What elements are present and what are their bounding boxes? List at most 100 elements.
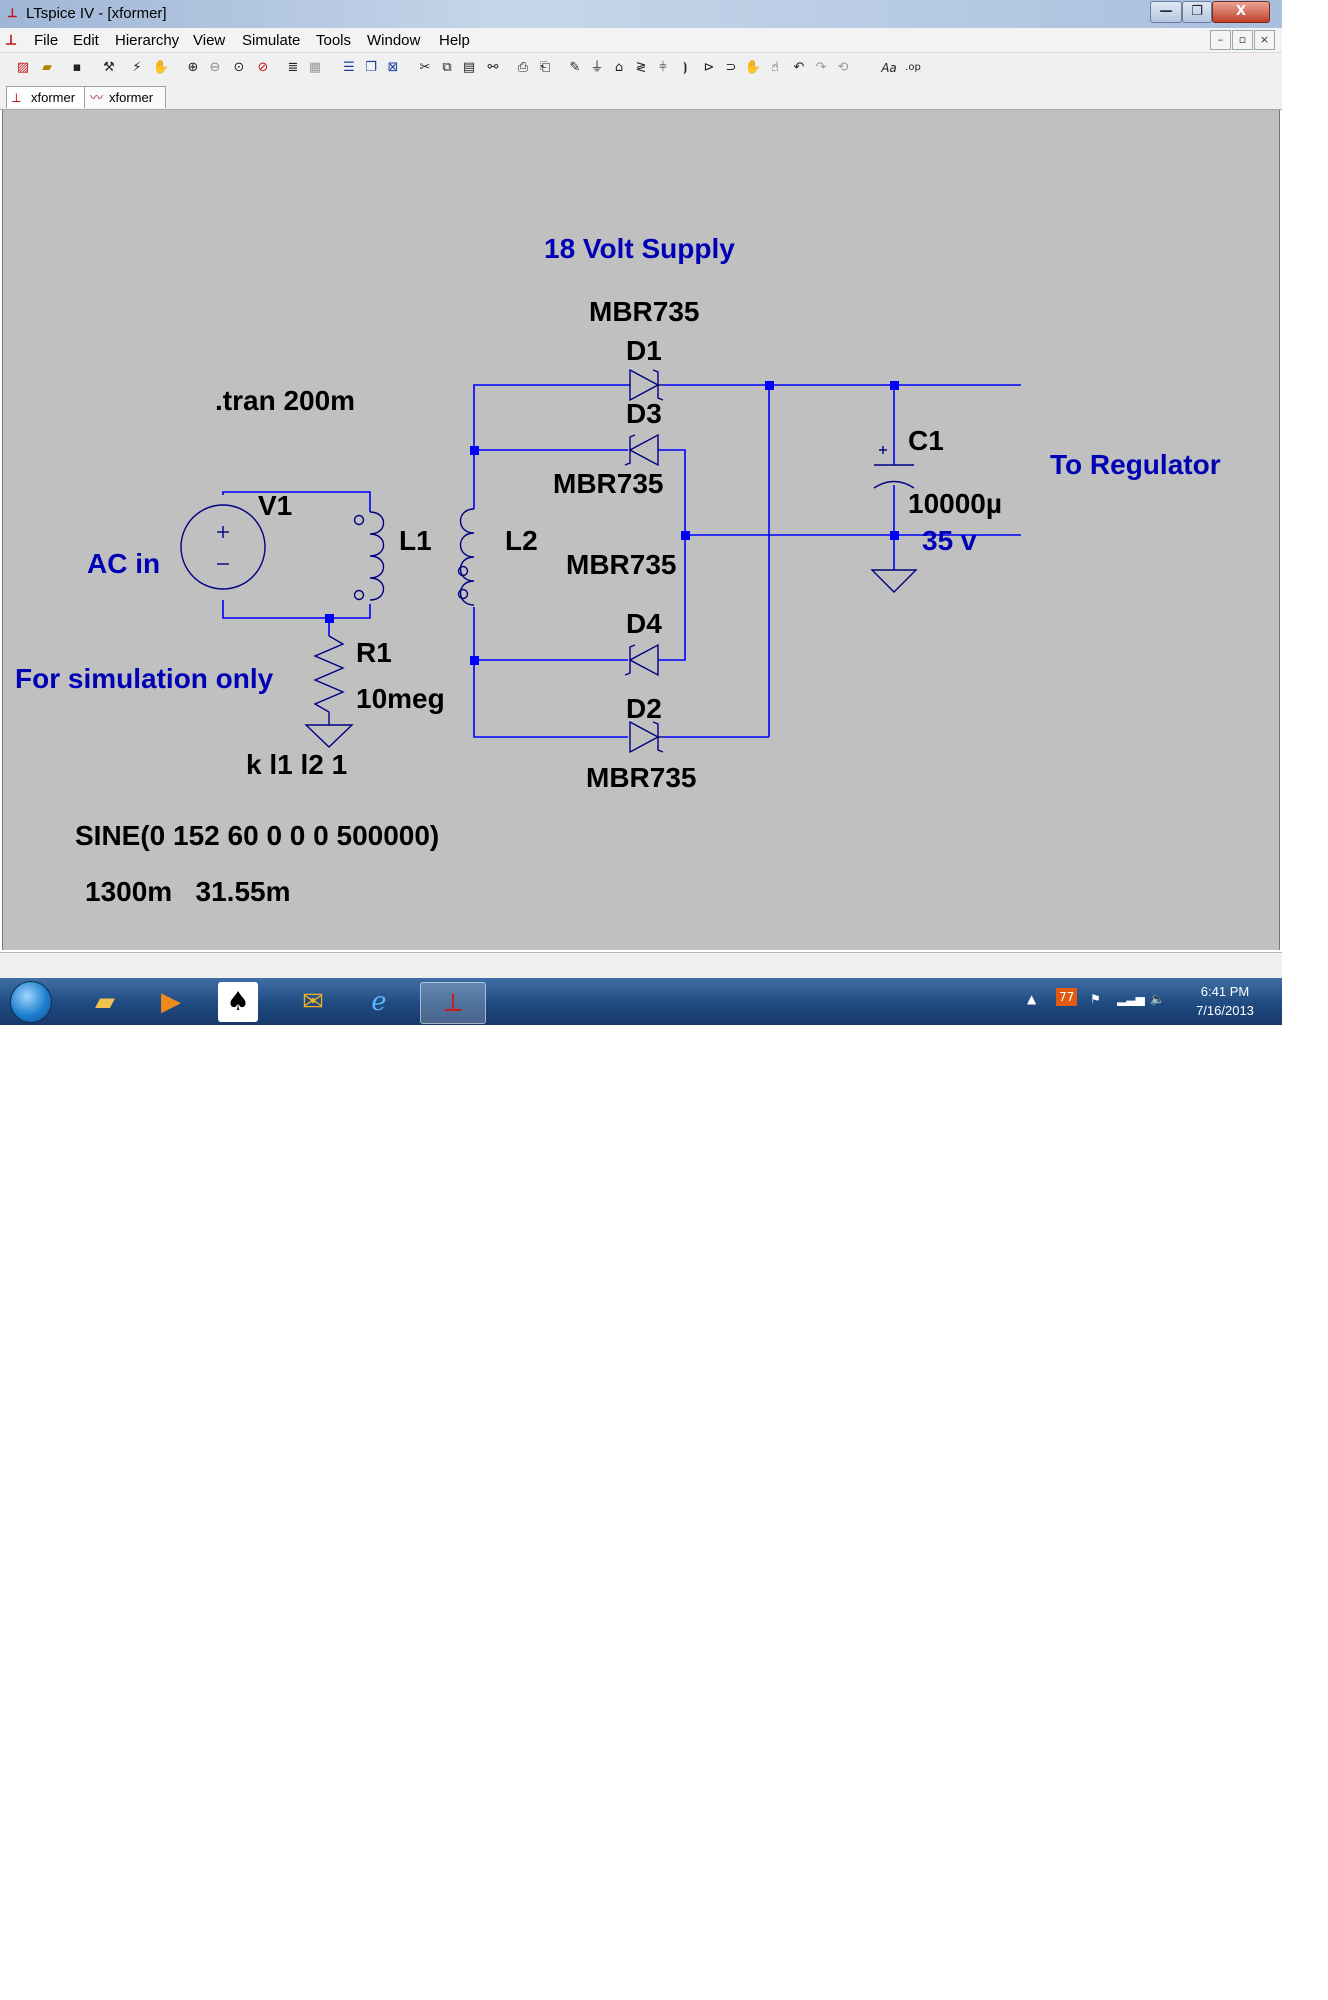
- menu-view[interactable]: View: [193, 32, 226, 49]
- open-icon[interactable]: ▰: [42, 60, 52, 75]
- halt-icon[interactable]: ✋: [152, 60, 170, 75]
- cut-icon[interactable]: ✂: [419, 60, 431, 75]
- component-icon[interactable]: ⊃: [725, 60, 737, 75]
- menu-help[interactable]: Help: [439, 32, 470, 49]
- solitaire-icon[interactable]: ♠: [218, 982, 258, 1022]
- inductor-l1[interactable]: [353, 511, 385, 601]
- outlook-icon[interactable]: ✉: [302, 987, 324, 1017]
- file-explorer-icon[interactable]: ▰: [95, 987, 115, 1017]
- wire-v1-top[interactable]: [222, 491, 371, 512]
- print-preview-icon[interactable]: ⎗: [539, 60, 551, 75]
- menu-simulate[interactable]: Simulate: [242, 32, 301, 49]
- inductor-icon[interactable]: ⦘: [682, 60, 688, 75]
- zoom-cancel-icon[interactable]: ⊘: [257, 60, 269, 75]
- undo-icon[interactable]: ↶: [793, 60, 805, 75]
- menu-window[interactable]: Window: [367, 32, 421, 49]
- drag-icon[interactable]: ☝: [771, 60, 779, 75]
- close-all-icon[interactable]: ⊠: [387, 60, 399, 75]
- tray-badge[interactable]: 77: [1056, 988, 1078, 1006]
- l1-label[interactable]: L1: [399, 525, 432, 556]
- d2-label[interactable]: D2: [626, 693, 662, 724]
- ground-symbol-r1[interactable]: [304, 724, 354, 748]
- control-panel-icon[interactable]: ⚒: [103, 60, 115, 75]
- document-system-icon[interactable]: ⟂: [6, 32, 17, 49]
- schematic-drawing[interactable]: 18 Volt Supply AC in For simulation only…: [3, 110, 1279, 950]
- network-signal-icon[interactable]: ▂▃▅: [1117, 992, 1145, 1006]
- mdi-restore-button[interactable]: ▫: [1232, 30, 1253, 50]
- l2-label[interactable]: L2: [505, 525, 538, 556]
- ac-in-label[interactable]: AC in: [87, 548, 160, 579]
- rotate-icon[interactable]: ⟲: [837, 60, 849, 75]
- diode-d4[interactable]: [624, 643, 659, 677]
- resistor-icon[interactable]: ≷: [635, 60, 647, 75]
- d4-model-label[interactable]: MBR735: [566, 549, 676, 580]
- zoom-in-icon[interactable]: ⊕: [187, 60, 199, 75]
- internet-explorer-icon[interactable]: ℯ: [371, 987, 387, 1017]
- r1-value-label[interactable]: 10meg: [356, 683, 445, 714]
- grid-icon[interactable]: ▦: [308, 60, 322, 75]
- menu-file[interactable]: File: [34, 32, 59, 49]
- close-button[interactable]: X: [1212, 1, 1270, 23]
- menu-edit[interactable]: Edit: [73, 32, 99, 49]
- find-icon[interactable]: ⚯: [487, 60, 499, 75]
- inductance-values[interactable]: 1300m 31.55m: [85, 876, 291, 907]
- zoom-out-icon[interactable]: ⊖: [209, 60, 221, 75]
- schematic-canvas[interactable]: 18 Volt Supply AC in For simulation only…: [2, 110, 1280, 950]
- wire-l2-bottom[interactable]: [473, 607, 628, 738]
- volume-icon[interactable]: 🔈: [1150, 992, 1165, 1006]
- text-icon[interactable]: Aa: [881, 61, 897, 75]
- d1-model-label[interactable]: MBR735: [589, 296, 699, 327]
- save-icon[interactable]: ▪: [72, 60, 82, 75]
- label-net-icon[interactable]: ⌂: [614, 60, 624, 75]
- tile-horizontal-icon[interactable]: ☰: [343, 60, 355, 75]
- d4-label[interactable]: D4: [626, 608, 662, 639]
- minimize-button[interactable]: —: [1150, 1, 1182, 23]
- spice-directive-icon[interactable]: .op: [905, 62, 921, 73]
- draw-wire-icon[interactable]: ✎: [569, 60, 581, 75]
- media-player-icon[interactable]: ▶: [161, 987, 181, 1017]
- clock[interactable]: 6:41 PM 7/16/2013: [1180, 982, 1270, 1020]
- paste-icon[interactable]: ▤: [462, 60, 476, 75]
- copy-icon[interactable]: ⧉: [442, 60, 452, 75]
- mdi-minimize-button[interactable]: –: [1210, 30, 1231, 50]
- c1-value-label[interactable]: 10000µ: [908, 488, 1002, 519]
- autorange-icon[interactable]: ≣: [287, 60, 299, 75]
- schematic-title[interactable]: 18 Volt Supply: [544, 233, 735, 264]
- d3-label[interactable]: D3: [626, 398, 662, 429]
- maximize-button[interactable]: ❐: [1182, 1, 1212, 23]
- r1-label[interactable]: R1: [356, 637, 392, 668]
- ltspice-icon[interactable]: ⟂: [420, 982, 486, 1024]
- ltspice-app-icon[interactable]: ⟂: [8, 5, 17, 20]
- ground-icon[interactable]: ⏚: [590, 60, 604, 75]
- print-icon[interactable]: ⎙: [517, 60, 529, 75]
- tray-expand-icon[interactable]: ▲: [1027, 992, 1037, 1006]
- diode-d2[interactable]: [629, 720, 664, 754]
- wire-v1-bottom[interactable]: [222, 600, 371, 619]
- capacitor-c1[interactable]: [873, 446, 915, 489]
- move-icon[interactable]: ✋: [744, 60, 762, 75]
- d1-label[interactable]: D1: [626, 335, 662, 366]
- d2-model-label[interactable]: MBR735: [586, 762, 696, 793]
- tab-schematic-xformer[interactable]: ⟂ xformer: [6, 86, 88, 108]
- diode-icon[interactable]: ⊳: [703, 60, 715, 75]
- cascade-icon[interactable]: ❐: [365, 60, 377, 75]
- menu-hierarchy[interactable]: Hierarchy: [115, 32, 180, 49]
- diode-d1[interactable]: [628, 368, 664, 402]
- voltage-source-v1[interactable]: [180, 504, 266, 590]
- wire-d3-d4-cathode[interactable]: [658, 449, 686, 661]
- tab-waveform-xformer[interactable]: 〰 xformer: [84, 86, 166, 108]
- c1-label[interactable]: C1: [908, 425, 944, 456]
- wire-l2-top[interactable]: [473, 384, 628, 509]
- action-center-flag-icon[interactable]: ⚑: [1090, 992, 1101, 1006]
- capacitor-icon[interactable]: ⫩: [659, 60, 667, 75]
- redo-icon[interactable]: ↷: [815, 60, 827, 75]
- voltage-rating-label[interactable]: 35 v: [922, 525, 977, 556]
- tran-directive[interactable]: .tran 200m: [215, 385, 355, 416]
- mdi-close-button[interactable]: ×: [1254, 30, 1275, 50]
- diode-d3[interactable]: [624, 433, 659, 467]
- resistor-r1[interactable]: [313, 635, 345, 725]
- simulation-note[interactable]: For simulation only: [15, 663, 274, 694]
- ground-symbol-c1[interactable]: [870, 569, 918, 593]
- inductor-l2[interactable]: [457, 508, 475, 606]
- coupling-directive[interactable]: k l1 l2 1: [246, 749, 347, 780]
